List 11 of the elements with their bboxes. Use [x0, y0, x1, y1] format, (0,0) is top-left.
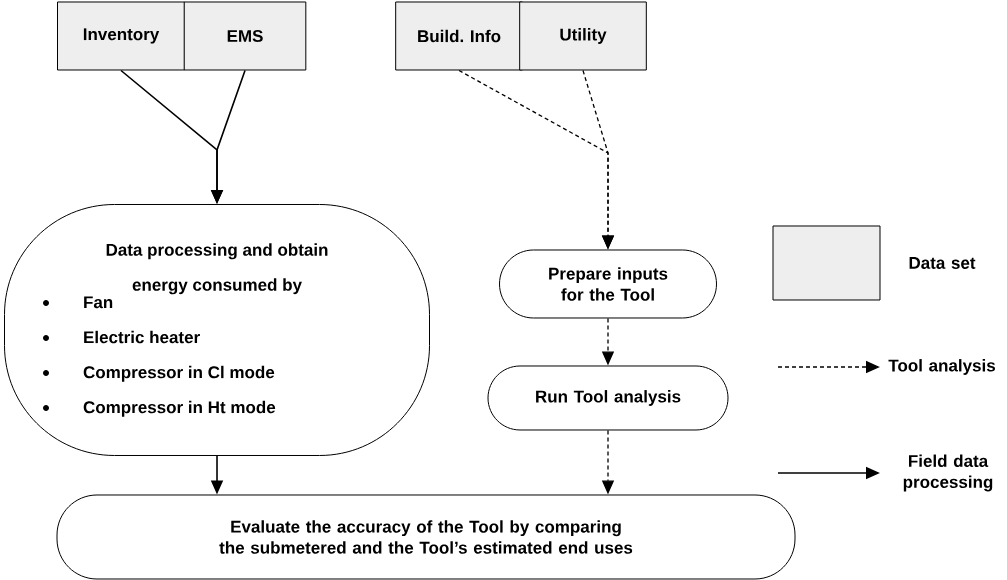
process-box: Run Tool analysis: [487, 365, 729, 431]
process-box: Evaluate the accuracy of the Tool by comparing the submetered and the Tool’s estimated end uses: [56, 494, 796, 580]
data-set-box: Utility: [519, 1, 647, 71]
legend-label: Field data processing: [903, 454, 993, 492]
process-box: Prepare inputs for the Tool: [499, 249, 717, 319]
data-set-box: Inventory: [57, 1, 185, 71]
process-box: Data processing and obtain energy consumed by Fan Electric heater Compressor in Cl mode Compressor in Ht mode: [4, 204, 430, 456]
legend-label: Tool analysis: [888, 359, 995, 375]
data-set-box: EMS: [183, 1, 307, 71]
legend-label: Data set: [909, 257, 976, 269]
data-set-box: Build. Info: [395, 1, 523, 71]
